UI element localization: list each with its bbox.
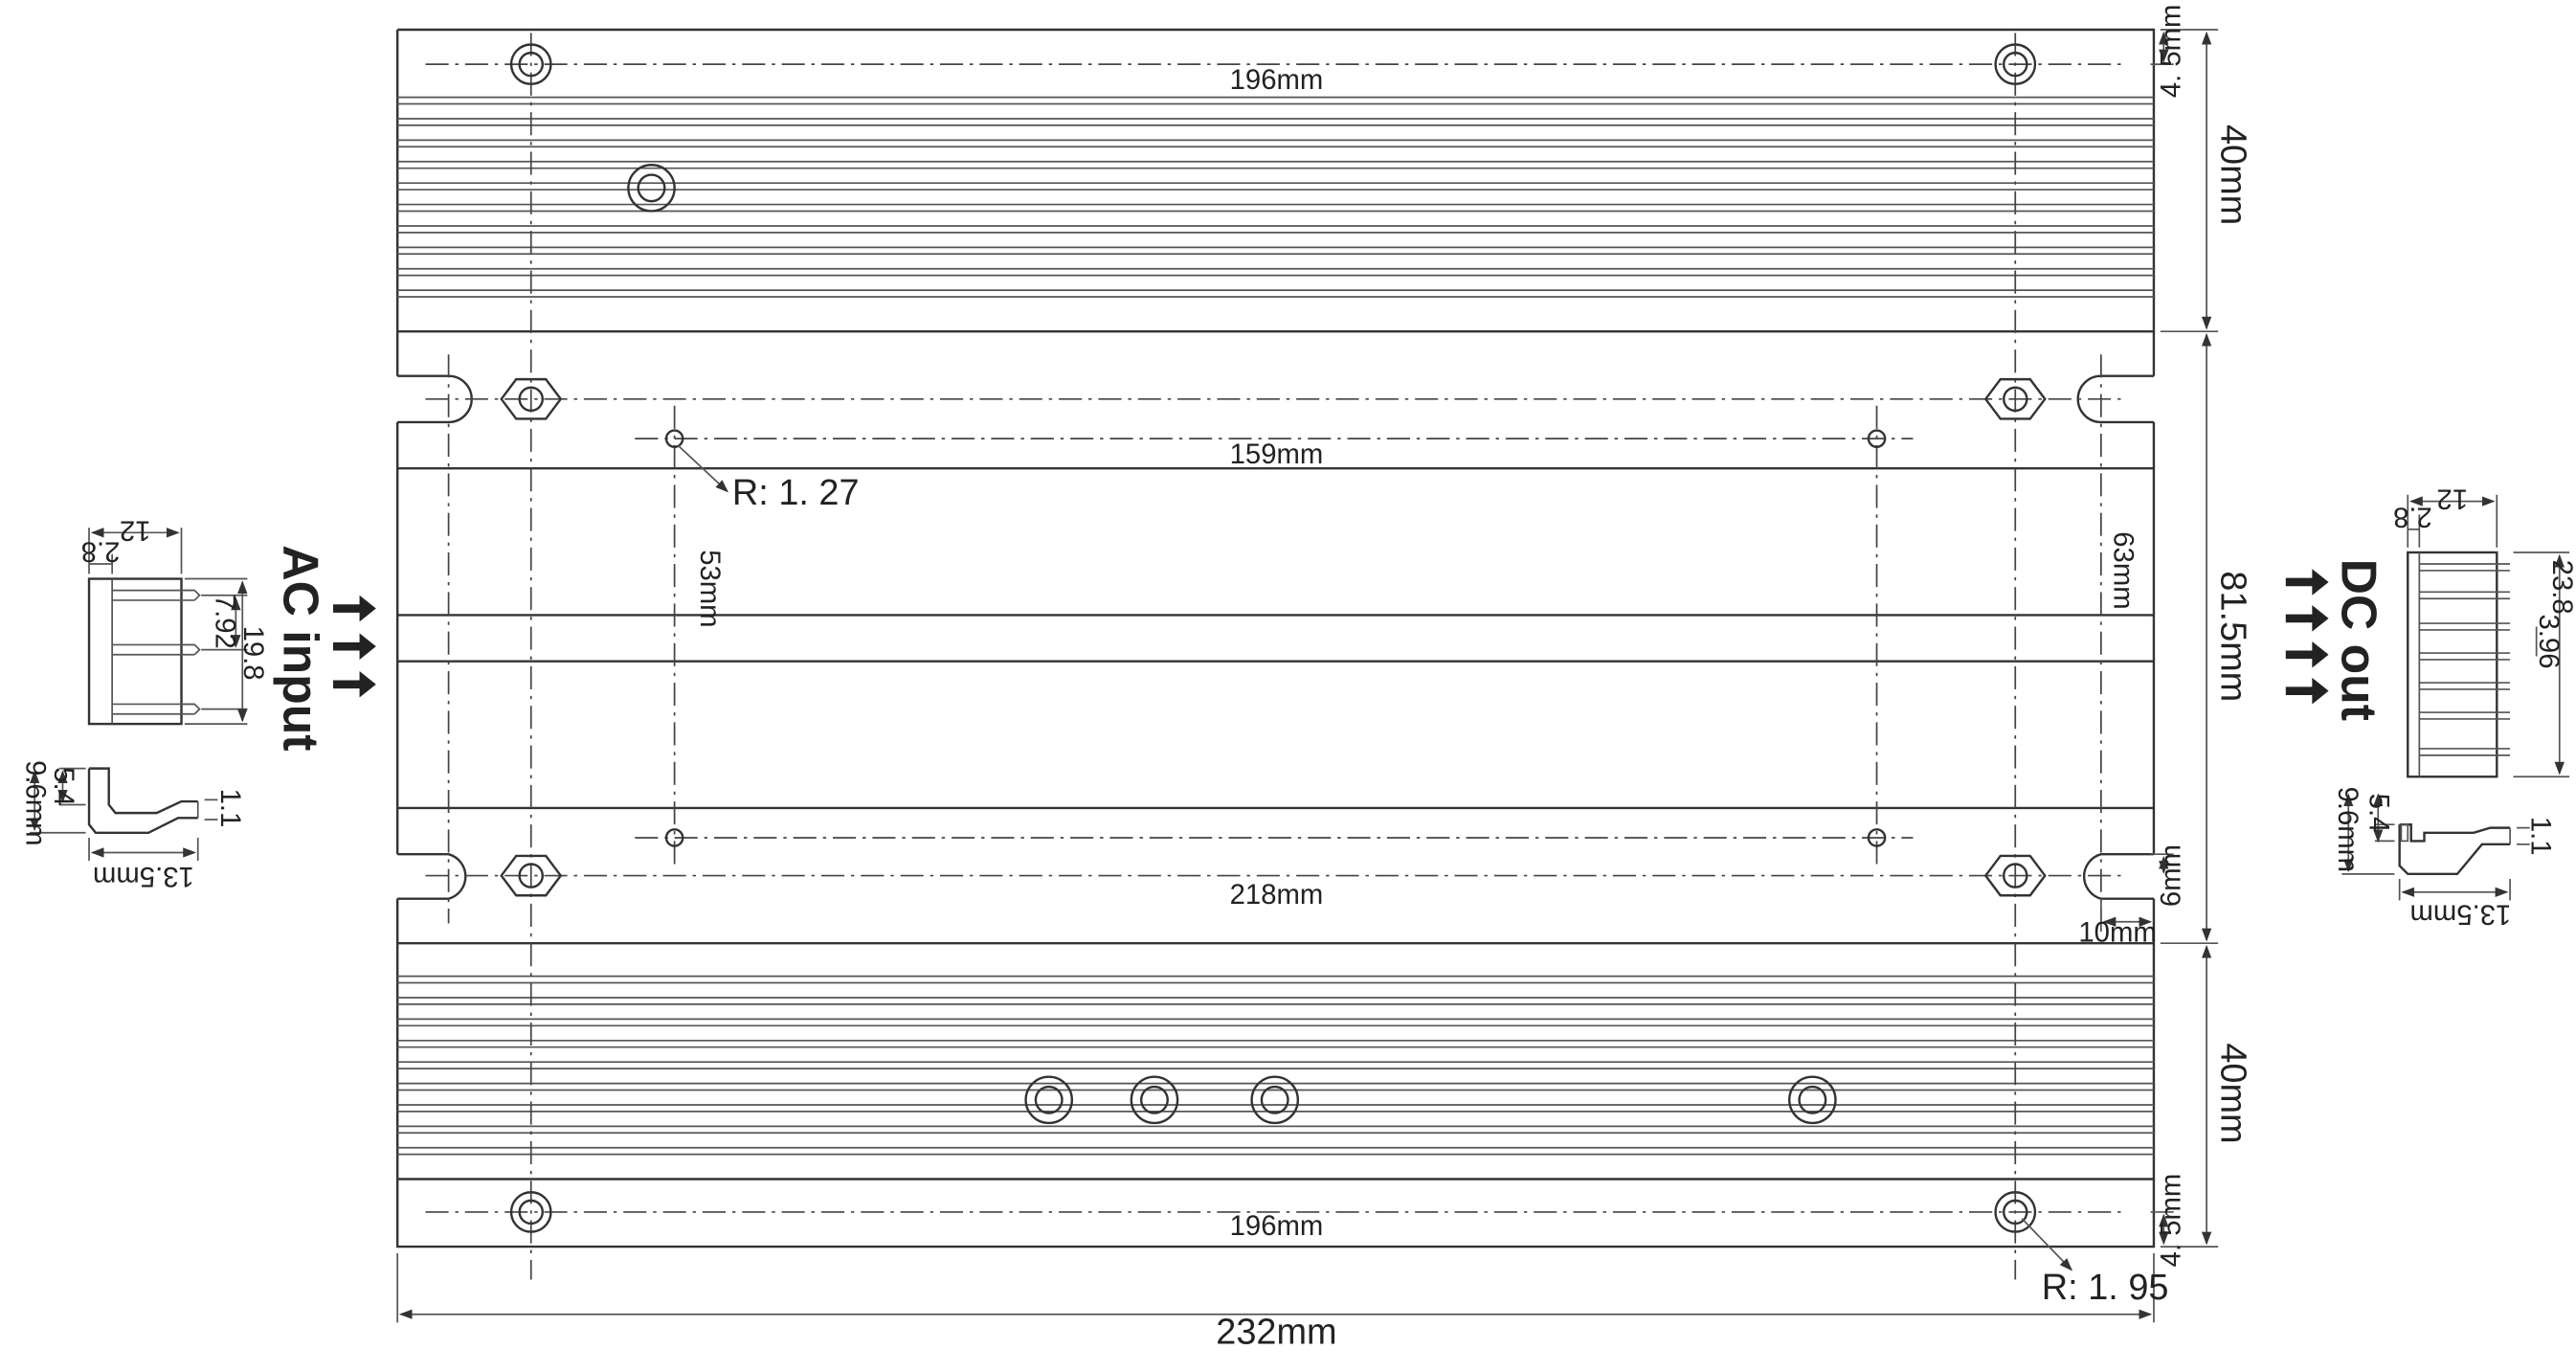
ac-side-height: 9.6mm (20, 760, 52, 845)
ac-input-label: AC input (273, 545, 328, 751)
center-lines (425, 33, 2128, 1280)
dc-side-pin: 1.1 (2524, 817, 2556, 856)
hex-nuts (500, 377, 2047, 897)
arrow-icon-dc-2 (2285, 605, 2329, 632)
dc-dim-pitch: 3.96 (2533, 615, 2565, 669)
arrow-icon-dc-3 (2285, 641, 2329, 668)
dc-side-height: 9.6mm (2332, 787, 2363, 872)
ac-side-pin: 1.1 (214, 789, 246, 828)
dim-overall-width: 232mm (1216, 1313, 1336, 1353)
ac-dim-width: 12 (120, 514, 151, 546)
heatsink-plate (395, 28, 2156, 1280)
arrow-icon-ac-1 (333, 595, 376, 622)
pcb-holes (664, 429, 1887, 847)
dc-side-length: 13.5mm (2410, 899, 2512, 931)
arrow-icon-dc-1 (2285, 569, 2329, 596)
dim-slot-offset-x: 10mm (2078, 916, 2156, 948)
dc-out-arrows (2285, 569, 2329, 705)
ac-side-step: 5.4 (48, 767, 79, 806)
dim-slot-span: 218mm (1230, 879, 1324, 911)
dc-out-label: DC out (2331, 559, 2386, 721)
dc-dim-height: 23.8 (2546, 560, 2576, 615)
arrow-icon-ac-3 (333, 670, 376, 698)
dimension-lines (396, 29, 2219, 1323)
ac-input-arrows (333, 595, 376, 698)
dim-inner-height: 53mm (694, 550, 726, 627)
dim-outer-height: 63mm (2108, 531, 2139, 609)
top-fins (397, 96, 2154, 333)
dimension-labels: 196mm 159mm 218mm 196mm 232mm R: 1. 27 R… (694, 5, 2252, 1353)
dim-hole-span-top: 196mm (1230, 64, 1324, 96)
dim-bottom-band: 40mm (2213, 1043, 2253, 1143)
arrow-icon-dc-4 (2285, 677, 2329, 705)
dc-dim-width: 12 (2437, 484, 2469, 515)
radius-small-label: R: 1. 27 (732, 473, 860, 513)
boss-holes (627, 164, 1837, 1125)
dim-slot-offset-y: 6mm (2156, 844, 2187, 907)
radius-large-label: R: 1. 95 (2042, 1268, 2169, 1308)
dim-top-band: 40mm (2213, 124, 2253, 225)
middle-body (397, 466, 2154, 945)
arrow-icon-ac-2 (333, 633, 376, 660)
dim-bottom-offset: 4. 5mm (2156, 1174, 2187, 1268)
ac-side-length: 13.5mm (93, 861, 194, 892)
dim-mount-span: 159mm (1230, 439, 1324, 470)
ac-dim-pitch: 7.92 (210, 595, 241, 649)
dc-out-connector: 12 2.8 23.8 3.96 9.6mm 5.4 1.1 13.5mm DC… (2331, 484, 2576, 931)
dim-hole-span-bottom: 196mm (1230, 1210, 1324, 1242)
ac-input-connector: 12 2.8 7.92 19.8 9.6mm 5.4 1.1 13.5mm AC… (20, 514, 329, 892)
corner-mounting-holes (509, 43, 2037, 1233)
bottom-fins (397, 975, 2154, 1181)
ac-dim-height: 19.8 (237, 626, 269, 681)
dc-side-step: 5.4 (2363, 794, 2395, 833)
dim-middle: 81.5mm (2213, 571, 2253, 702)
ac-dim-inset: 2.8 (81, 536, 121, 568)
dim-top-offset: 4. 5mm (2156, 5, 2187, 99)
dc-dim-inset: 2.8 (2393, 501, 2432, 532)
